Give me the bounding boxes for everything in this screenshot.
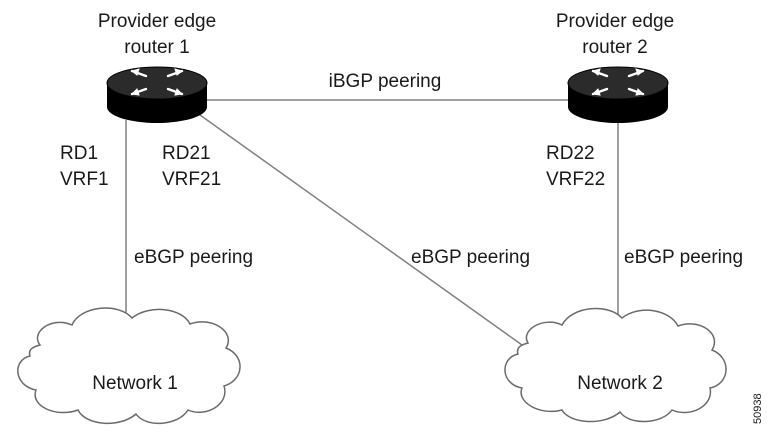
cloud-icon-net2 [504,307,727,423]
router2-rd: RD22 [546,143,595,164]
router1-vrf-left: VRF1 [60,169,109,190]
router1-title-line2: router 1 [124,37,190,58]
ebgp-pe2-net2-label: eBGP peering [624,247,744,268]
router1-rd-left: RD1 [60,143,99,164]
router2-title-line2: router 2 [582,37,648,58]
ebgp-pe1-net1-label: eBGP peering [134,247,254,268]
pe1-net2-link [199,114,523,346]
cloud-icon-net1 [17,307,241,425]
figure-id: 50938 [752,393,764,424]
network2-label: Network 2 [577,373,663,394]
router2-title-line1: Provider edge [555,11,675,32]
network1-label: Network 1 [92,373,178,394]
router1-title-line1: Provider edge [97,11,217,32]
router1-rd-right: RD21 [162,143,211,164]
router1-vrf-right: VRF21 [162,169,222,190]
router2-vrf: VRF22 [546,169,606,190]
ebgp-pe1-net2-label: eBGP peering [411,247,531,268]
router-icon-pe2 [567,66,669,123]
router-icon-pe1 [106,66,208,123]
ibgp-peering-label: iBGP peering [328,71,442,92]
